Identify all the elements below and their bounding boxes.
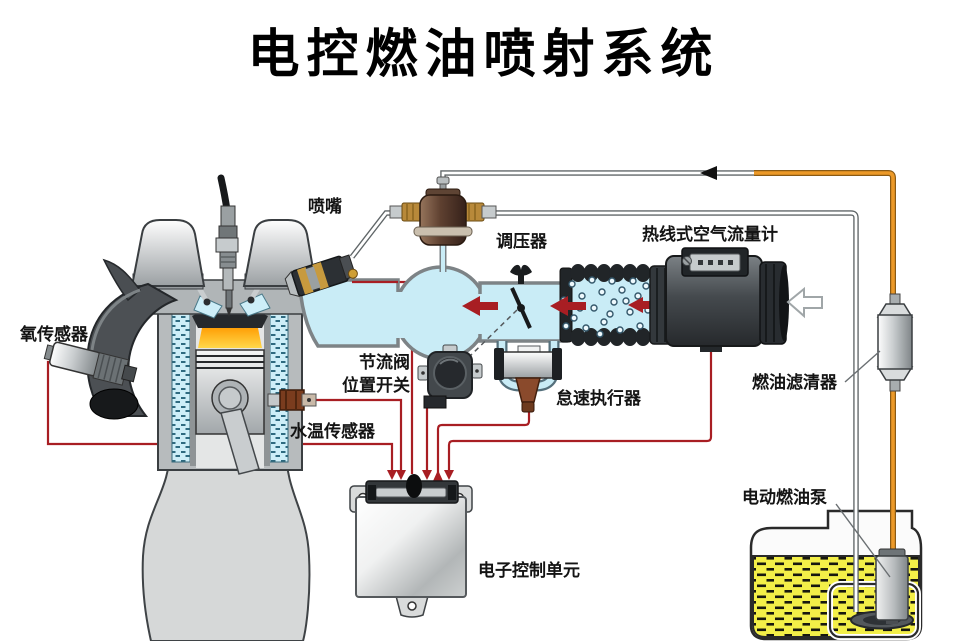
- electric-fuel-pump: [850, 548, 914, 630]
- idle-actuator-wire: [436, 408, 531, 487]
- fuel-filter: [876, 293, 914, 392]
- label-electric-fuel-pump: 电动燃油泵: [742, 488, 827, 508]
- ecu-body: [355, 496, 467, 598]
- label-fuel-filter: 燃油滤清器: [752, 373, 837, 393]
- label-coolant-temp-sensor: 水温传感器: [290, 422, 375, 442]
- air-inlet-arrow: [786, 286, 823, 319]
- valve-cover-left: [130, 219, 206, 287]
- idle-actuator: [494, 345, 562, 413]
- connecting-rod: [220, 408, 260, 475]
- label-throttle-switch-line1: 节流阀: [359, 353, 410, 373]
- intake-plenum: [393, 265, 489, 361]
- exhaust-opening: [89, 388, 139, 420]
- throttle-valve: [467, 264, 532, 359]
- fuel-flow-arrow: [700, 166, 717, 180]
- pressure-regulator: [389, 176, 497, 272]
- engine: [43, 174, 328, 641]
- label-idle-actuator: 怠速执行器: [556, 389, 641, 409]
- oxygen-sensor: [43, 341, 138, 386]
- fuel-injector: [284, 254, 358, 298]
- label-throttle-switch: 节流阀位置开关: [322, 352, 410, 398]
- airflow-meter-wire: [447, 346, 713, 470]
- spark-plug: [215, 174, 239, 317]
- label-injector: 喷嘴: [308, 197, 342, 217]
- intake-ducts: [298, 247, 823, 361]
- label-leaders: [835, 350, 891, 578]
- air-flow-meter: [649, 247, 789, 352]
- label-air-flow-meter: 热线式空气流量计: [642, 225, 778, 245]
- coolant-jacket-right: [269, 309, 289, 463]
- throttle-position-switch: [417, 344, 483, 409]
- coolant-jacket-left: [171, 309, 191, 463]
- label-pressure-regulator: 调压器: [496, 232, 547, 252]
- label-throttle-switch-line2: 位置开关: [342, 375, 410, 396]
- engine-crankcase: [141, 447, 311, 641]
- label-oxygen-sensor: 氧传感器: [20, 325, 88, 345]
- wire-arrowheads: [387, 470, 454, 481]
- page-title: 电控燃油喷射系统: [247, 24, 720, 85]
- label-ecu: 电子控制单元: [478, 561, 580, 581]
- airflow-arrows: [462, 296, 656, 316]
- fuel-lines-lower: [754, 170, 896, 612]
- coolant-sensor-wire: [316, 398, 403, 470]
- ecu: [349, 474, 473, 618]
- coolant-temp-sensor: [267, 389, 317, 411]
- idle-bypass: [494, 341, 562, 413]
